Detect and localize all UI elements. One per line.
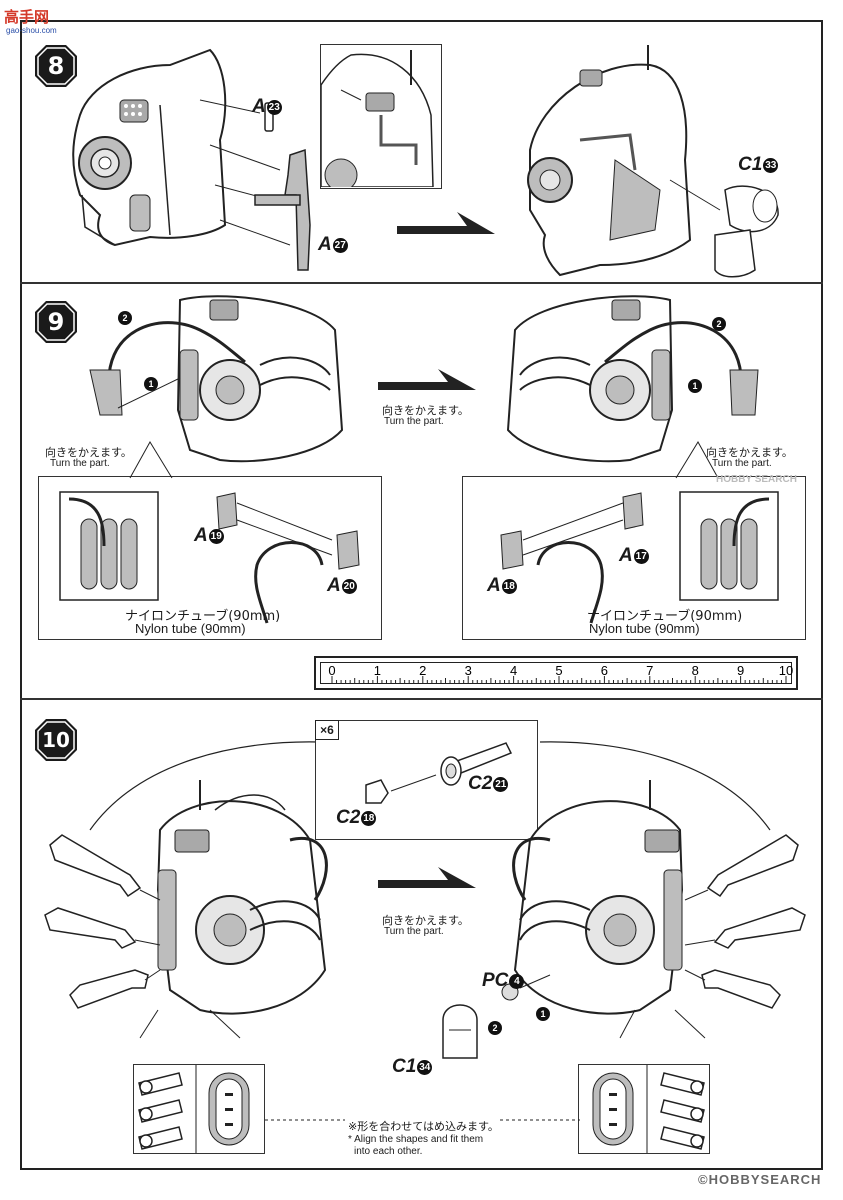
ruler-label: 7 [646,663,653,678]
step-9-helmet-right [506,295,759,463]
ruler-label: 3 [465,663,472,678]
page-frame [20,20,823,1170]
c1-34-part [442,1004,478,1059]
step-10-left-detail [133,1064,265,1154]
ruler-label: 5 [555,663,562,678]
step-10-right-detail [578,1064,710,1154]
step-9-order-1-left: 1 [144,374,158,392]
step-10-turn-en: Turn the part. [384,926,444,937]
step-8-arrow [397,212,495,234]
step-9-arrow [378,369,476,390]
step-9-helmet-left [89,295,344,463]
step-10-note-en-1: * Align the shapes and fit them [348,1134,484,1145]
ruler-label: 0 [328,663,335,678]
step-10-helmet-left [44,780,328,1039]
ruler-label: 1 [374,663,381,678]
step-10-order-2: 2 [488,1018,502,1036]
step-9-left-callout [129,441,173,479]
site-logo: 高手网 [4,9,50,26]
hobbysearch-watermark: ©HOBBYSEARCH [698,1172,822,1187]
step-10-helmet-right [501,780,806,1039]
ruler-label: 4 [510,663,517,678]
step-10-order-1: 1 [536,1004,550,1022]
multiplier-badge: ×6 [315,720,339,740]
step-9-left-tube-en: Nylon tube (90mm) [135,621,246,636]
step-9-left-tube-jp: ナイロンチューブ(90mm) [125,609,281,624]
step-9-badge: 9 [34,300,78,344]
step-10-note-jp: ※形を合わせてはめ込みます。 [348,1120,499,1133]
step-10-turn-jp: 向きをかえます。 [382,914,469,927]
divider-step9-10 [20,698,823,700]
ruler-label: 2 [419,663,426,678]
step-9-right-tube-jp: ナイロンチューブ(90mm) [587,609,743,624]
step-10-note-en-2: into each other. [354,1146,423,1157]
ruler-label: 6 [601,663,608,678]
ruler: 0 1 2 3 4 5 6 7 8 9 10 [314,656,798,690]
ruler-label: 10 [779,663,793,678]
step-10-arcs [89,741,771,831]
step-10-badge: 10 [34,718,78,762]
hobbysearch-stamp: HOBBY SEARCH [716,474,797,485]
step-9-order-2-left: 2 [118,308,132,326]
step-8-inset [320,44,442,192]
step-9-order-1-right: 1 [688,376,702,394]
step-9-turn-en-center: Turn the part. [384,416,444,427]
step-10-arrow [378,867,476,888]
divider-step8-9 [20,282,823,284]
step-10-dotted-links [265,1119,580,1121]
step-9-turn-jp-left: 向きをかえます。 [45,446,132,459]
step-9-order-2-right: 2 [712,314,726,332]
step-8-helmet-right [527,45,779,278]
step-9-turn-en-left: Turn the part. [50,458,110,469]
ruler-label: 8 [692,663,699,678]
step-9-right-tube-en: Nylon tube (90mm) [589,621,700,636]
step-9-right-callout [675,441,719,479]
site-logo-sub: gao-shou.com [6,26,57,35]
step-9-turn-jp-right: 向きをかえます。 [706,446,793,459]
step-9-turn-jp-center: 向きをかえます。 [382,404,469,417]
step-8-helmet-left [72,48,311,271]
step-8-badge: 8 [34,44,78,88]
ruler-label: 9 [737,663,744,678]
step-9-turn-en-right: Turn the part. [712,458,772,469]
